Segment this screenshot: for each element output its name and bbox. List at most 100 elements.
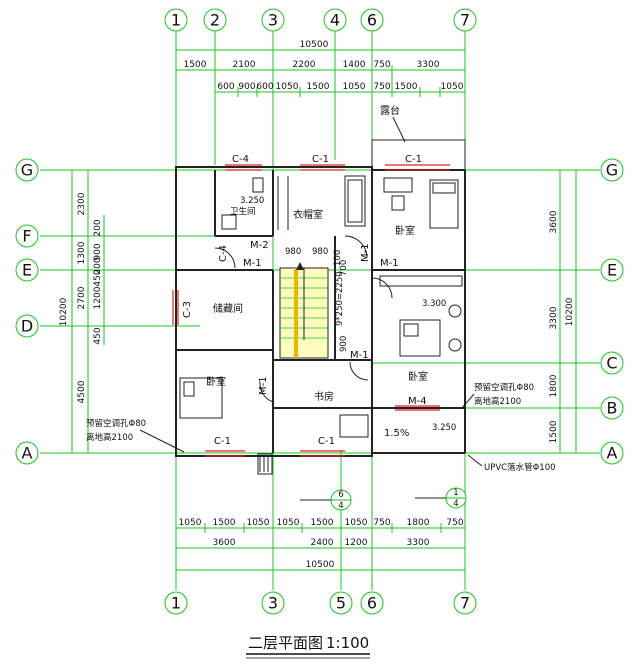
note-upvc: UPVC落水管Φ100 — [484, 462, 556, 473]
bubble-left-a: A — [22, 444, 33, 463]
top-dimensions: 10500 1500 2100 2200 1400 750 3300 600 9… — [175, 40, 466, 97]
bot-dim-2: 1500 — [213, 518, 236, 528]
bot-dim-12: 1200 — [345, 538, 368, 548]
bubble-top-1: 1 — [171, 11, 181, 30]
top-sub-9: 1050 — [441, 82, 464, 92]
top-sub-5: 1500 — [307, 82, 330, 92]
bot-dim-6: 1050 — [345, 518, 368, 528]
note-right-line1: 预留空调孔Φ80 — [474, 382, 534, 393]
slope-label: 1.5% — [384, 428, 409, 439]
bubble-bot-3: 5 — [336, 594, 346, 613]
bot-dim-1: 1050 — [179, 518, 202, 528]
tag-c1-top: C-1 — [312, 154, 329, 165]
top-dim-3: 2200 — [293, 60, 316, 70]
elev-bedroom: 3.300 — [422, 299, 446, 309]
bot-dim-13: 3300 — [407, 538, 430, 548]
tag-m1-a: M-1 — [243, 258, 262, 269]
grid-bubbles-left: G F E D A — [15, 158, 39, 465]
room-labels: 卫生间 衣帽室 卧室 储藏间 卧室 卧室 书房 露台 — [206, 104, 428, 403]
room-bedroom-2: 卧室 — [206, 375, 226, 388]
bubble-bot-2: 3 — [268, 594, 278, 613]
bubble-right-c: C — [606, 354, 617, 373]
tag-m1-e: M-1 — [380, 258, 399, 269]
top-sub-2: 900 — [238, 82, 255, 92]
bubble-right-g: G — [606, 161, 618, 180]
terrace-leader — [392, 116, 406, 143]
bubble-right-a: A — [607, 444, 618, 463]
left-sub-6: 450 — [93, 327, 103, 344]
top-sub-3: 600 — [256, 82, 273, 92]
bottom-dimensions: 1050 1500 1050 1050 1500 1050 750 1800 7… — [176, 518, 465, 571]
left-sub-5: 1200 — [93, 286, 103, 309]
right-dim-1: 3600 — [549, 210, 559, 233]
right-dim-3: 1800 — [549, 374, 559, 397]
bubble-left-e: E — [22, 261, 32, 280]
elev-terrace: 3.250 — [432, 423, 456, 433]
stair-dim-900: 900 — [339, 336, 349, 352]
bubble-top-2: 2 — [210, 11, 220, 30]
room-terrace: 露台 — [380, 104, 400, 117]
bot-dim-5: 1500 — [311, 518, 334, 528]
grid-bubbles-right: G E C B A — [600, 158, 624, 465]
room-bedroom-1: 卧室 — [395, 224, 415, 237]
top-sub-6: 1050 — [343, 82, 366, 92]
top-dim-1: 1500 — [184, 60, 207, 70]
tags: C-4 C-1 C-1 C-4 C-3 M-2 M-1 M-1 M-1 M-1 … — [182, 154, 456, 447]
tag-c1-bottom-mid: C-1 — [318, 436, 335, 447]
note-left-line2: 离地高2100 — [86, 432, 133, 443]
left-sub-3: 200 — [93, 257, 103, 274]
left-total-dim: 10200 — [59, 297, 69, 326]
left-dim-1: 2300 — [77, 192, 87, 215]
top-total-dim: 10500 — [300, 40, 329, 50]
tag-m4: M-4 — [408, 396, 427, 407]
left-sub-4: 450 — [93, 269, 103, 286]
notes: 预留空调孔Φ80 离地高2100 预留空调孔Φ80 离地高2100 UPVC落水… — [86, 382, 556, 473]
detail-b-bottom: 4 — [453, 499, 458, 509]
bubble-bot-4: 6 — [367, 594, 377, 613]
bubble-bot-1: 1 — [171, 594, 181, 613]
top-sub-1: 600 — [217, 82, 234, 92]
detail-b-top: 1 — [453, 488, 458, 498]
detail-a-bottom: 4 — [338, 501, 343, 511]
grid-bubbles-bottom: 1 3 5 6 7 — [164, 591, 477, 615]
tag-c4-side: C-4 — [218, 245, 229, 262]
grid-bubbles-top: 1 2 3 4 6 7 — [164, 8, 477, 32]
bot-dim-9: 750 — [446, 518, 463, 528]
bubble-right-b: B — [607, 399, 618, 418]
room-bath: 卫生间 — [230, 206, 256, 217]
bot-dim-10: 3600 — [213, 538, 236, 548]
bubble-bot-5: 7 — [460, 594, 470, 613]
left-dim-4: 4500 — [77, 380, 87, 403]
title-scale: 1:100 — [326, 634, 369, 652]
stair-dim-100: 100 — [333, 250, 343, 266]
bubble-right-e: E — [607, 261, 617, 280]
elev-bath: 3.250 — [240, 196, 264, 206]
door-swings — [214, 235, 393, 403]
bot-dim-8: 1800 — [407, 518, 430, 528]
top-sub-8: 1500 — [395, 82, 418, 92]
bubble-top-5: 6 — [367, 11, 377, 30]
right-dim-4: 1500 — [549, 420, 559, 443]
left-dim-3: 2700 — [77, 286, 87, 309]
top-sub-4: 1050 — [276, 82, 299, 92]
left-sub-2: 900 — [93, 243, 103, 260]
bot-dim-7: 750 — [373, 518, 390, 528]
windows — [172, 164, 450, 457]
top-dim-5: 750 — [373, 60, 390, 70]
bubble-top-6: 7 — [460, 11, 470, 30]
room-storage: 储藏间 — [213, 302, 243, 315]
stair-dim-700: 700 — [339, 260, 349, 276]
tag-m2: M-2 — [250, 240, 269, 251]
horizontal-grid-lines — [40, 169, 600, 454]
stair — [279, 262, 329, 359]
tag-c4-top: C-4 — [232, 154, 249, 165]
tag-m1-c: M-1 — [350, 350, 369, 361]
drawing-title: 二层平面图 1:100 — [246, 634, 370, 659]
left-dim-2: 1300 — [77, 241, 87, 264]
stair-dim-980b: 980 — [312, 247, 328, 257]
bubble-left-d: D — [21, 317, 33, 336]
bubble-top-4: 4 — [330, 11, 340, 30]
top-dim-4: 1400 — [343, 60, 366, 70]
room-study: 书房 — [314, 390, 334, 403]
